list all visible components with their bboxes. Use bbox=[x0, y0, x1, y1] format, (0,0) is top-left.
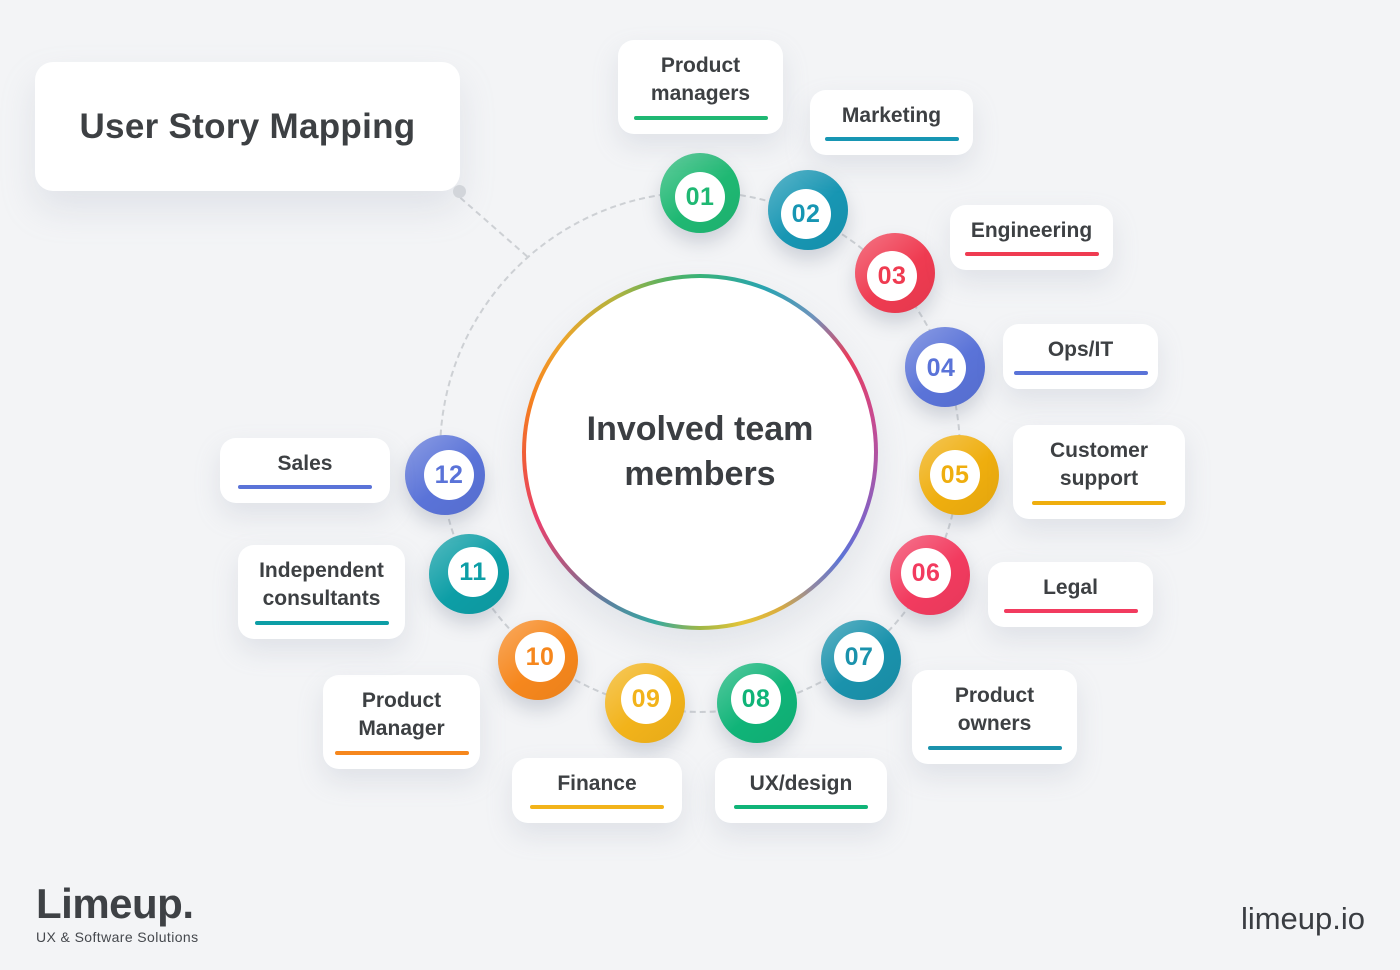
center-circle-face: Involved team members bbox=[526, 278, 874, 626]
step-circle-12: 12 bbox=[405, 435, 485, 515]
step-number-disc: 01 bbox=[675, 172, 725, 222]
step-circle-07: 07 bbox=[821, 620, 901, 700]
card-underline bbox=[734, 805, 868, 810]
card-label: Marketing bbox=[841, 104, 942, 127]
label-card-marketing: Marketing bbox=[810, 90, 973, 156]
card-underline bbox=[1032, 500, 1166, 505]
step-number: 09 bbox=[631, 684, 661, 713]
step-number-disc: 07 bbox=[834, 632, 884, 682]
card-label: Customer support bbox=[1049, 439, 1149, 491]
label-card-engineering: Engineering bbox=[950, 205, 1113, 271]
step-number-disc: 04 bbox=[916, 343, 966, 393]
label-card-product-owners: Product owners bbox=[912, 670, 1077, 764]
page-title: User Story Mapping bbox=[79, 106, 416, 146]
site-url: limeup.io bbox=[1240, 901, 1365, 936]
card-label: Product Manager bbox=[358, 689, 445, 741]
center-label: Involved team members bbox=[586, 410, 814, 493]
step-circle-02: 02 bbox=[768, 170, 848, 250]
card-label: Sales bbox=[277, 452, 333, 475]
card-label: Finance bbox=[557, 772, 637, 795]
card-underline bbox=[824, 137, 959, 142]
step-number-disc: 05 bbox=[930, 450, 980, 500]
card-underline bbox=[964, 252, 1099, 257]
step-number: 07 bbox=[844, 642, 874, 671]
label-card-ux-design: UX/design bbox=[715, 758, 887, 824]
step-circle-10: 10 bbox=[498, 620, 578, 700]
step-circle-05: 05 bbox=[919, 435, 999, 515]
step-number: 12 bbox=[434, 460, 464, 489]
label-card-legal: Legal bbox=[988, 562, 1153, 628]
card-underline bbox=[633, 115, 768, 120]
step-number-disc: 10 bbox=[515, 632, 565, 682]
logo-text: Limeup. bbox=[36, 880, 194, 927]
label-card-product-manager: Product Manager bbox=[323, 675, 480, 769]
card-underline bbox=[254, 620, 389, 625]
step-circle-04: 04 bbox=[905, 327, 985, 407]
step-circle-09: 09 bbox=[605, 663, 685, 743]
limeup-logo: Limeup. UX & Software Solutions bbox=[36, 880, 199, 946]
center-gradient-circle: Involved team members bbox=[522, 274, 878, 630]
card-label: Ops/IT bbox=[1047, 338, 1114, 361]
card-label: Legal bbox=[1043, 576, 1098, 599]
title-card: User Story Mapping bbox=[35, 62, 460, 191]
step-number: 10 bbox=[525, 642, 555, 671]
step-circle-08: 08 bbox=[717, 663, 797, 743]
connector-dashed-line bbox=[459, 197, 528, 258]
step-number-disc: 02 bbox=[781, 189, 831, 239]
card-underline bbox=[1013, 371, 1148, 376]
step-number-disc: 06 bbox=[901, 548, 951, 598]
card-underline bbox=[927, 745, 1062, 750]
card-label: Product owners bbox=[954, 684, 1035, 736]
step-circle-11: 11 bbox=[429, 534, 509, 614]
card-label: Product managers bbox=[650, 54, 751, 106]
step-number-disc: 11 bbox=[448, 547, 498, 597]
label-card-customer-support: Customer support bbox=[1013, 425, 1185, 519]
step-number: 11 bbox=[459, 557, 487, 586]
step-number: 02 bbox=[791, 199, 821, 228]
label-card-sales: Sales bbox=[220, 438, 390, 504]
step-number-disc: 09 bbox=[621, 674, 671, 724]
step-circle-01: 01 bbox=[660, 153, 740, 233]
card-underline bbox=[1003, 609, 1138, 614]
label-card-product-managers: Product managers bbox=[618, 40, 783, 134]
step-circle-06: 06 bbox=[890, 535, 970, 615]
step-number: 01 bbox=[685, 182, 715, 211]
card-label: UX/design bbox=[749, 772, 853, 795]
step-number: 05 bbox=[940, 460, 970, 489]
connector-dot bbox=[453, 185, 466, 198]
step-number-disc: 03 bbox=[867, 251, 917, 301]
label-card-ops-it: Ops/IT bbox=[1003, 324, 1158, 390]
step-number: 03 bbox=[877, 261, 907, 290]
step-number: 08 bbox=[741, 684, 771, 713]
card-underline bbox=[334, 750, 469, 755]
step-number-disc: 12 bbox=[424, 450, 474, 500]
logo-subtext: UX & Software Solutions bbox=[36, 929, 199, 946]
step-number: 04 bbox=[926, 353, 956, 382]
step-number-disc: 08 bbox=[731, 674, 781, 724]
label-card-independent-consultants: Independent consultants bbox=[238, 545, 405, 639]
label-card-finance: Finance bbox=[512, 758, 682, 824]
card-underline bbox=[238, 485, 372, 490]
card-underline bbox=[530, 805, 664, 810]
card-label: Independent consultants bbox=[259, 559, 384, 611]
step-number: 06 bbox=[911, 558, 941, 587]
card-label: Engineering bbox=[970, 219, 1093, 242]
step-circle-03: 03 bbox=[855, 233, 935, 313]
